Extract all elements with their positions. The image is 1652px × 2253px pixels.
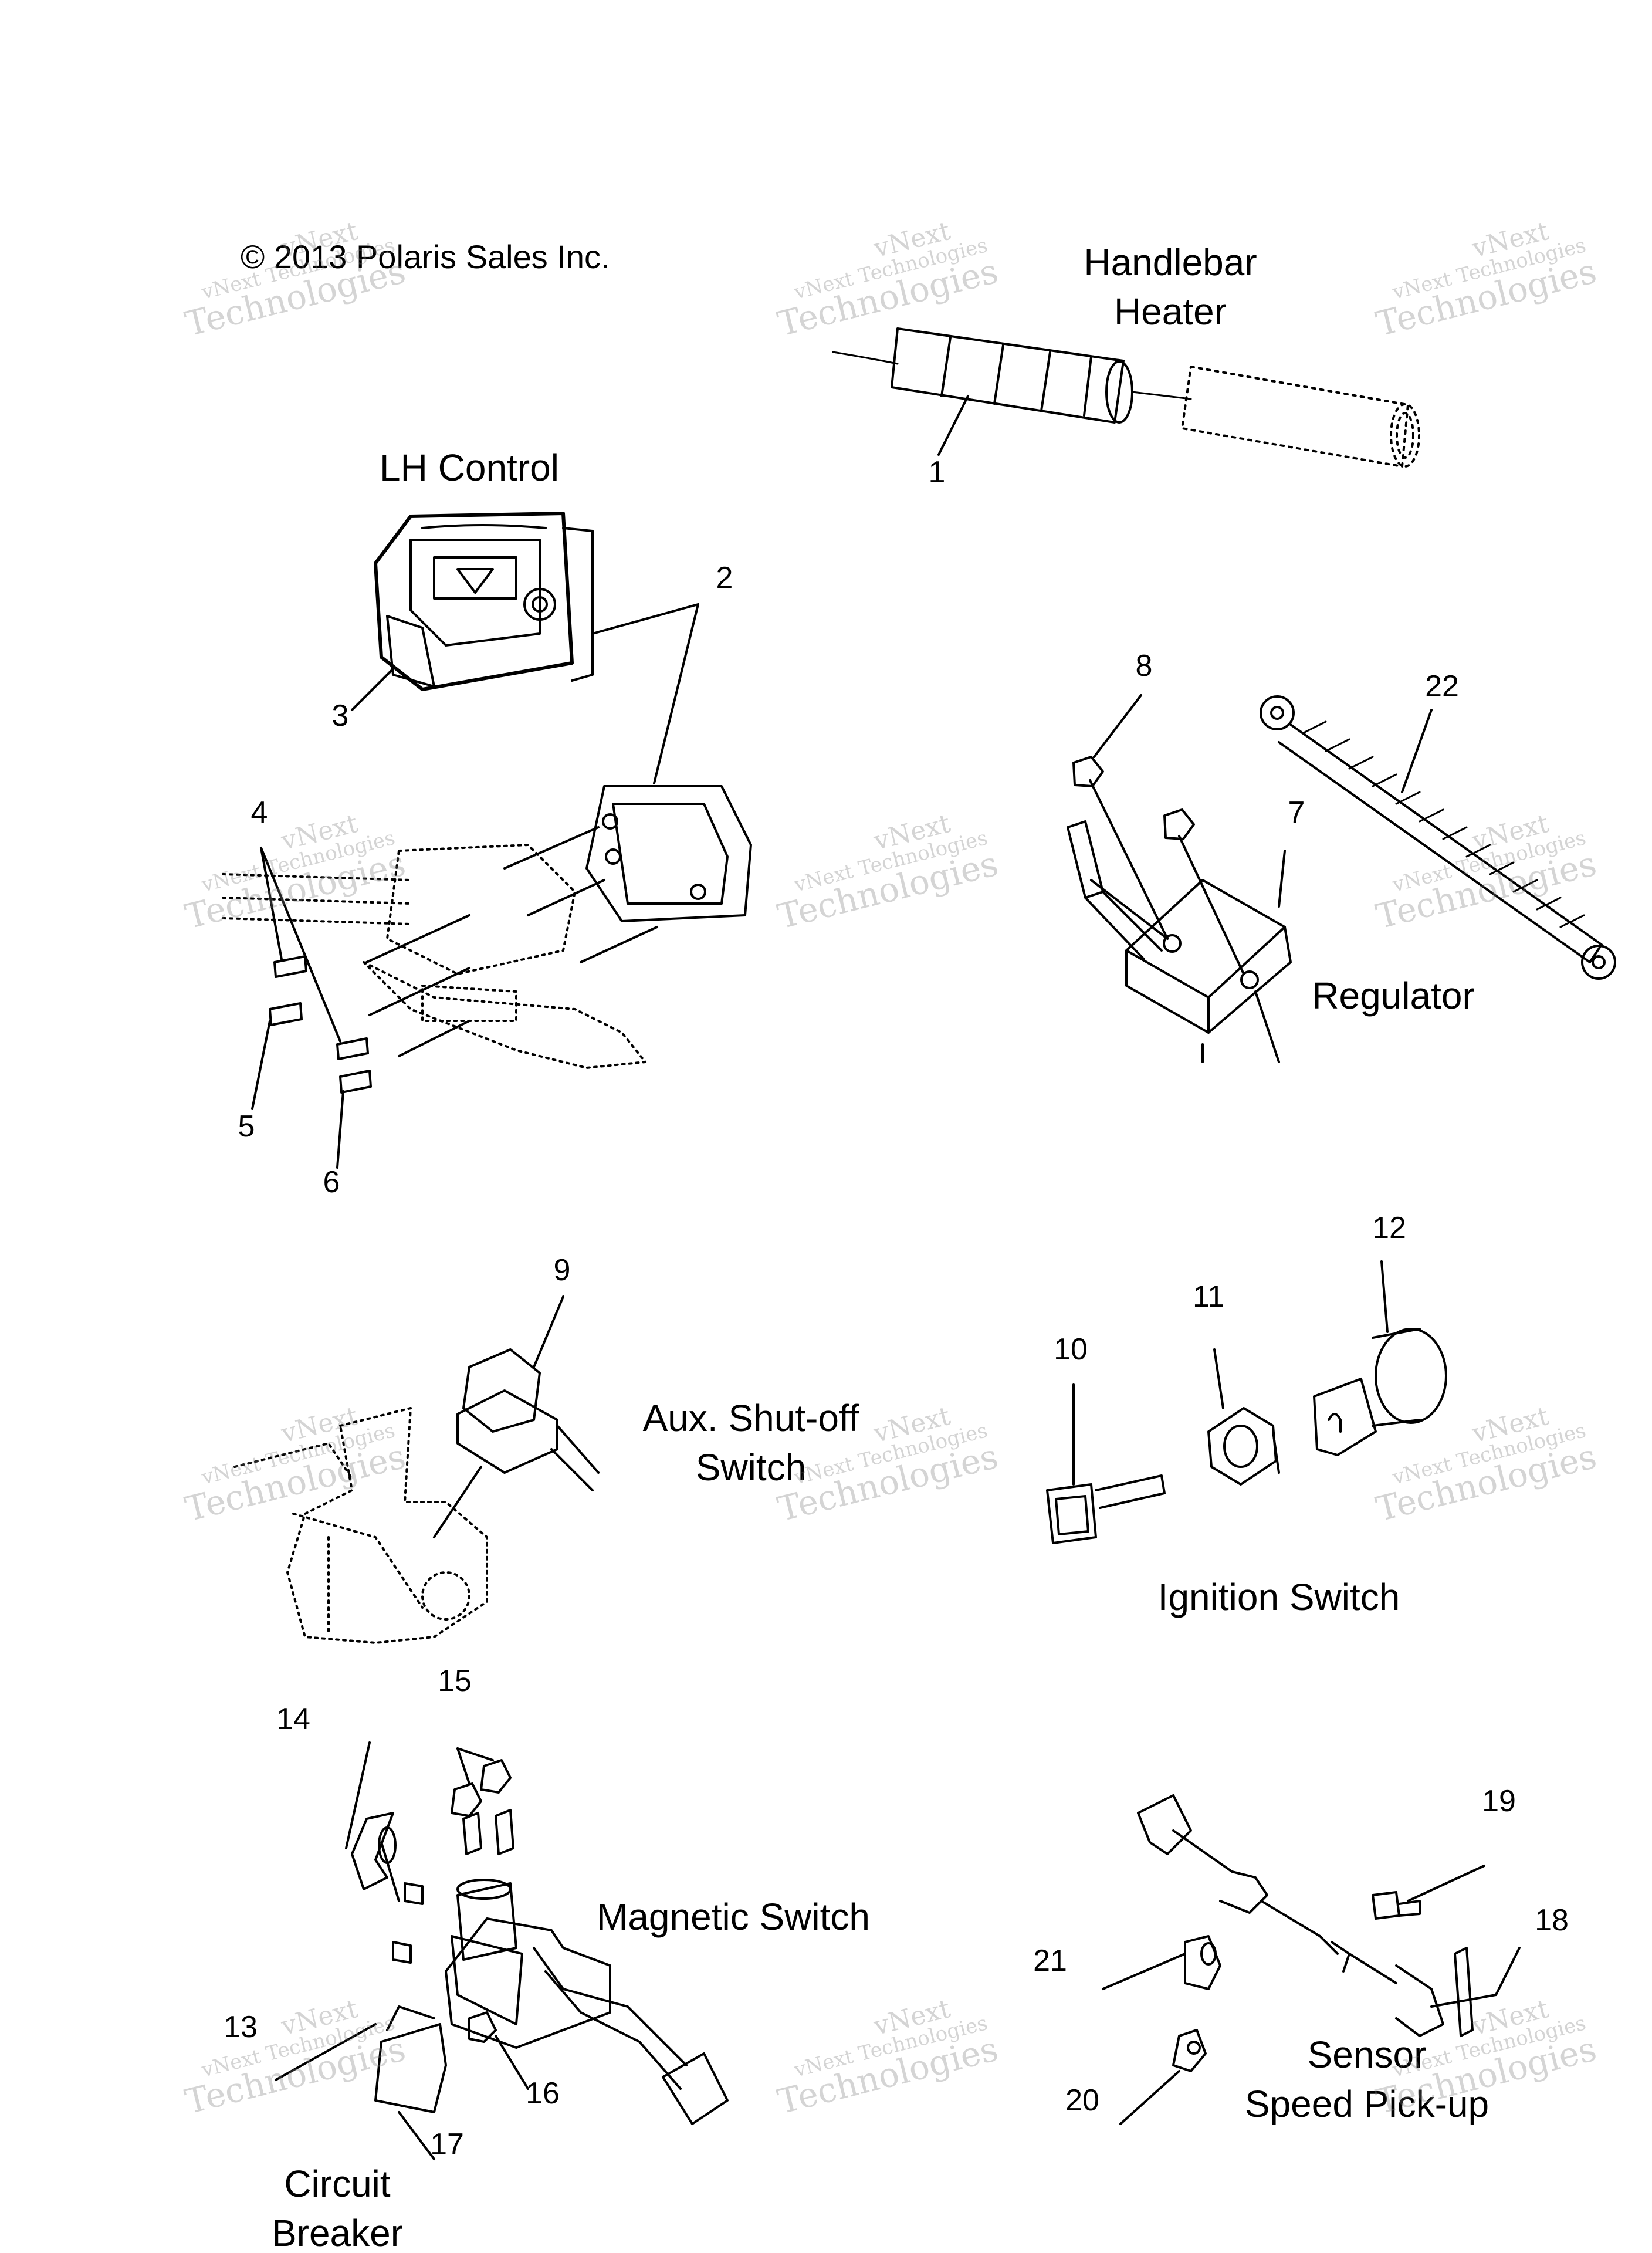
callout-5: 5 bbox=[238, 1109, 255, 1144]
handlebar-heater-part bbox=[832, 327, 1420, 468]
callout-18: 18 bbox=[1535, 1903, 1569, 1937]
callout-8: 8 bbox=[1135, 649, 1153, 683]
callout-22: 22 bbox=[1425, 669, 1459, 703]
regulator-part bbox=[1067, 694, 1292, 1063]
callout-13: 13 bbox=[224, 2010, 258, 2044]
callout-10: 10 bbox=[1054, 1332, 1088, 1366]
section-title-ignition-switch: Ignition Switch bbox=[1157, 1576, 1400, 1618]
section-title-lh-control: LH Control bbox=[380, 446, 559, 489]
section-title-sensor-speed: Sensor Speed Pick-up bbox=[1244, 2034, 1489, 2125]
lh-control-assembly bbox=[222, 785, 752, 1169]
callout-21: 21 bbox=[1033, 1944, 1067, 1978]
callout-16: 16 bbox=[526, 2076, 560, 2110]
section-title-circuit-breaker: Circuit Breaker bbox=[271, 2163, 404, 2253]
ground-strap-part bbox=[1260, 695, 1616, 980]
section-title-regulator: Regulator bbox=[1312, 975, 1475, 1017]
callout-4: 4 bbox=[250, 796, 268, 830]
section-title-magnetic-switch: Magnetic Switch bbox=[597, 1896, 870, 1938]
callout-3: 3 bbox=[331, 699, 349, 733]
callout-20: 20 bbox=[1065, 2083, 1099, 2117]
lh-control-housing bbox=[351, 512, 699, 784]
section-title-aux-shutoff: Aux. Shut-off Switch bbox=[642, 1397, 859, 1489]
callout-12: 12 bbox=[1372, 1211, 1406, 1245]
callout-2: 2 bbox=[716, 561, 733, 595]
callout-15: 15 bbox=[438, 1664, 472, 1698]
section-title-handlebar-heater: Handlebar Heater bbox=[1084, 241, 1257, 333]
callout-14: 14 bbox=[276, 1702, 310, 1736]
callout-1: 1 bbox=[928, 455, 946, 489]
aux-shutoff-part bbox=[233, 1295, 600, 1644]
speed-sensor-part bbox=[1102, 1794, 1521, 2125]
magnetic-switch-part bbox=[275, 1741, 729, 2160]
ignition-switch-part bbox=[1046, 1260, 1447, 1544]
callout-19: 19 bbox=[1482, 1784, 1516, 1818]
callout-11: 11 bbox=[1193, 1280, 1224, 1314]
callout-7: 7 bbox=[1288, 796, 1305, 830]
copyright-text: © 2013 Polaris Sales Inc. bbox=[241, 238, 610, 275]
callout-9: 9 bbox=[553, 1253, 571, 1287]
callout-17: 17 bbox=[430, 2127, 464, 2161]
callout-6: 6 bbox=[323, 1165, 340, 1199]
